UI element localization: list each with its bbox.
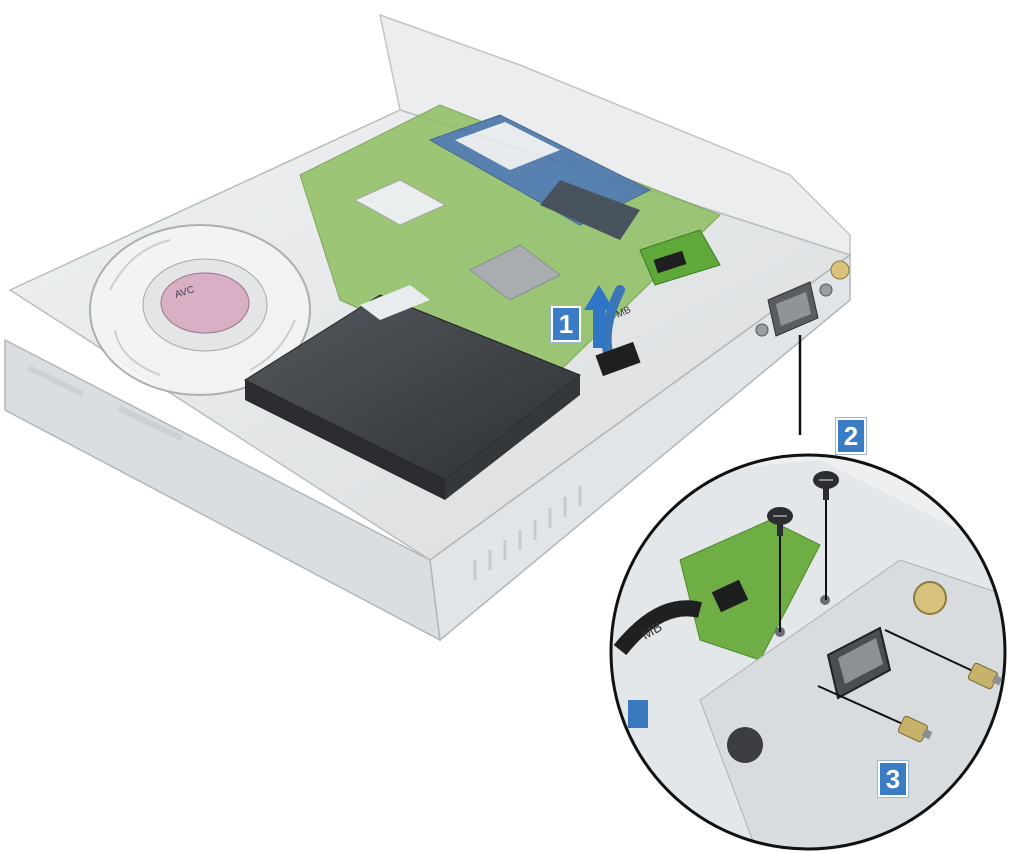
zoom-detail-view: MB: [609, 453, 1007, 851]
antenna-connector: [830, 260, 850, 280]
heatsink-cover: [243, 285, 581, 500]
upward-arrow-icon: [584, 285, 614, 348]
standoff-screw-icon: [884, 629, 1003, 690]
cooling-fan-icon: AVC: [89, 224, 311, 396]
screw-icon: [813, 471, 839, 600]
vga-connector-icon: [755, 281, 833, 337]
vga-daughter-board-cable: MB: [595, 229, 721, 377]
step-callout-2: 2: [836, 418, 866, 454]
step-callout-3: 3: [878, 761, 908, 797]
standoff-screw-icon: [817, 685, 933, 743]
screw-icon: [767, 507, 793, 632]
step-callout-1: 1: [551, 306, 581, 342]
